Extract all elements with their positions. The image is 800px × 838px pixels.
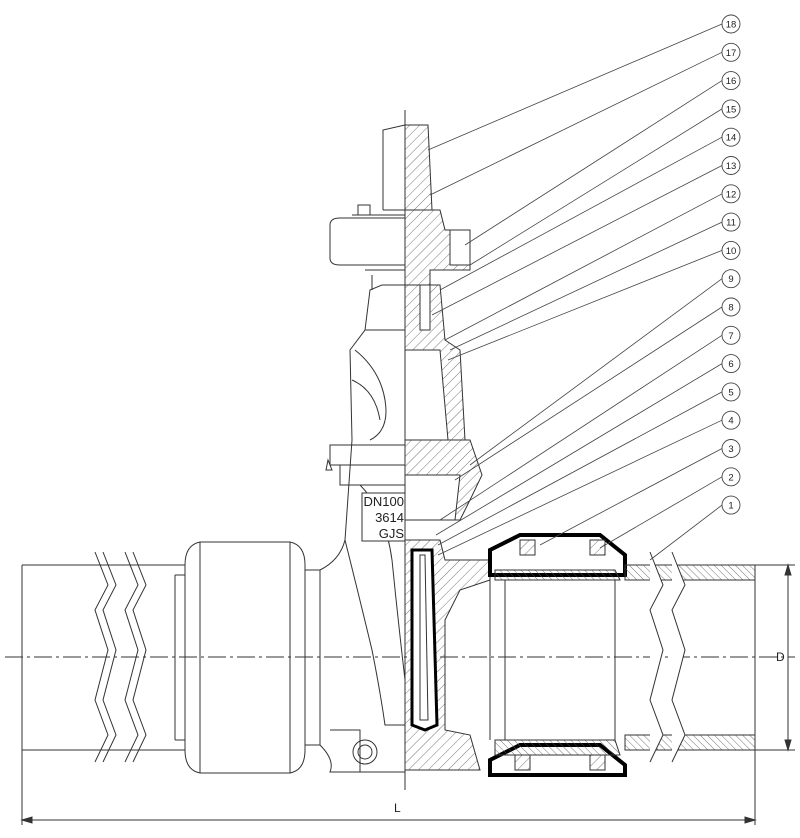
balloon-label: 15 [726, 104, 737, 115]
balloon-circle [721, 297, 741, 317]
balloon-circle [721, 14, 741, 34]
balloon-circle [721, 467, 741, 487]
body-marking-line-3: GJS [379, 526, 405, 541]
balloon-label: 11 [726, 218, 736, 229]
dimension-diameter-label: D [776, 650, 785, 664]
balloon-label: 5 [728, 387, 733, 398]
leader-line [437, 391, 723, 546]
leader-line [449, 221, 723, 351]
balloon-4: 4 [721, 410, 741, 430]
balloon-13: 13 [721, 156, 741, 175]
balloon-circle [721, 184, 741, 204]
balloon-label: 9 [728, 274, 733, 285]
balloon-circle [721, 439, 741, 458]
balloon-circle [721, 410, 741, 430]
balloon-10: 10 [721, 240, 741, 260]
leader-line [599, 476, 723, 549]
leader-line [431, 165, 723, 316]
balloon-label: 2 [728, 472, 733, 483]
balloon-circle [721, 325, 741, 345]
balloon-circle [721, 127, 741, 147]
balloon-3: 3 [721, 439, 741, 458]
balloon-15: 15 [721, 99, 741, 119]
balloon-label: 17 [726, 48, 737, 59]
leader-line [427, 23, 723, 151]
balloon-circle [721, 71, 741, 91]
part-number-balloons: 18 17 16 15 14 13 12 11 10 9 8 7 6 5 4 3 2 1 [721, 14, 741, 515]
balloon-label: 10 [726, 246, 737, 257]
leader-line [464, 80, 723, 246]
dimension-length-label: L [394, 801, 401, 815]
leader-line [429, 51, 723, 196]
balloon-circle [721, 495, 741, 515]
leader-line [439, 334, 723, 521]
leader-line [649, 504, 723, 561]
leader-line [454, 306, 723, 481]
balloon-label: 12 [726, 189, 737, 200]
leader-line [439, 136, 723, 291]
left-pipe [21, 551, 185, 763]
balloon-circle [721, 156, 741, 175]
balloon-label: 1 [728, 501, 733, 512]
balloon-18: 18 [721, 14, 741, 34]
balloon-circle [721, 269, 741, 289]
balloon-14: 14 [721, 127, 741, 147]
balloon-16: 16 [721, 71, 741, 91]
balloon-8: 8 [721, 297, 741, 317]
leader-line [469, 278, 723, 466]
body-marking: DN100 3614 GJS [364, 494, 405, 541]
balloon-6: 6 [721, 354, 741, 374]
balloon-1: 1 [721, 495, 741, 515]
balloon-9: 9 [721, 269, 741, 289]
leader-line [447, 250, 723, 361]
balloon-circle [721, 42, 741, 62]
balloon-5: 5 [721, 382, 741, 402]
balloon-label: 7 [728, 331, 733, 342]
leader-line [435, 363, 723, 536]
balloon-label: 13 [726, 161, 737, 172]
balloon-circle [721, 212, 741, 232]
body-marking-line-1: DN100 [364, 494, 404, 509]
balloon-circle [721, 382, 741, 402]
right-pipe [624, 551, 756, 763]
balloon-label: 14 [726, 133, 737, 144]
balloon-circle [721, 240, 741, 260]
leader-line [444, 193, 723, 341]
dimension-lines [20, 563, 795, 825]
leader-line [539, 448, 723, 546]
balloon-circle [721, 99, 741, 119]
balloon-label: 4 [728, 416, 733, 427]
balloon-2: 2 [721, 467, 741, 487]
balloon-7: 7 [721, 325, 741, 345]
balloon-label: 6 [728, 359, 733, 370]
operating-cap-exterior [329, 124, 406, 290]
body-marking-line-2: 3614 [375, 510, 404, 525]
balloon-label: 3 [728, 444, 733, 455]
leader-line [469, 108, 723, 266]
balloon-label: 18 [726, 20, 737, 31]
balloon-12: 12 [721, 184, 741, 204]
balloon-label: 8 [728, 303, 733, 314]
leader-line [437, 419, 723, 556]
balloon-17: 17 [721, 42, 741, 62]
valve-body-section [404, 124, 627, 777]
leader-lines [427, 23, 723, 561]
balloon-label: 16 [726, 76, 737, 87]
balloon-circle [721, 354, 741, 374]
balloon-11: 11 [721, 212, 741, 232]
